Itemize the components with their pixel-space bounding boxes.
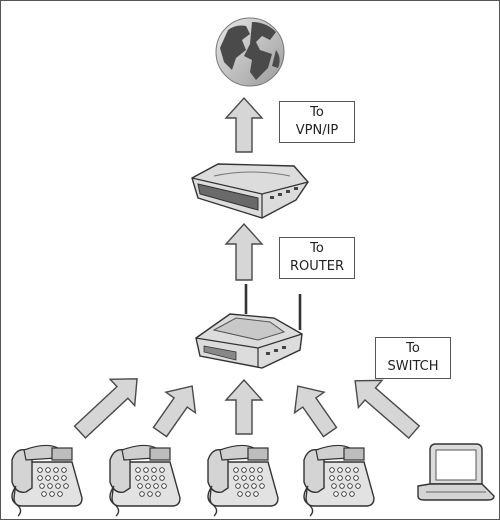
desk-phone-icon — [207, 444, 279, 517]
desk-phone-icon — [109, 444, 181, 517]
label-to-switch-line2: SWITCH — [387, 359, 439, 374]
label-to-switch-line1: To — [406, 341, 420, 356]
label-to-vpn-line2: VPN/IP — [295, 123, 339, 138]
arrow-phone-3-to-switch — [224, 378, 264, 435]
label-to-vpn-ip: To VPN/IP — [279, 101, 355, 143]
router-icon — [191, 163, 309, 219]
desk-phone-icon — [11, 444, 83, 517]
label-to-router: To ROUTER — [279, 237, 355, 279]
arrow-phone-1-to-switch — [73, 378, 138, 439]
arrow-up-to-router — [224, 222, 264, 281]
label-to-router-line2: ROUTER — [290, 259, 344, 274]
arrow-laptop-to-switch — [354, 379, 421, 440]
laptop-icon — [417, 443, 495, 501]
label-to-router-line1: To — [310, 241, 324, 256]
wireless-access-point-icon — [195, 284, 303, 369]
label-to-vpn-line1: To — [310, 105, 324, 120]
label-to-switch: To SWITCH — [375, 337, 451, 379]
desk-phone-icon — [303, 444, 375, 517]
arrow-phone-4-to-switch — [293, 385, 338, 438]
globe-icon — [215, 17, 285, 87]
arrow-up-to-internet — [224, 96, 264, 153]
arrow-phone-2-to-switch — [152, 385, 197, 438]
